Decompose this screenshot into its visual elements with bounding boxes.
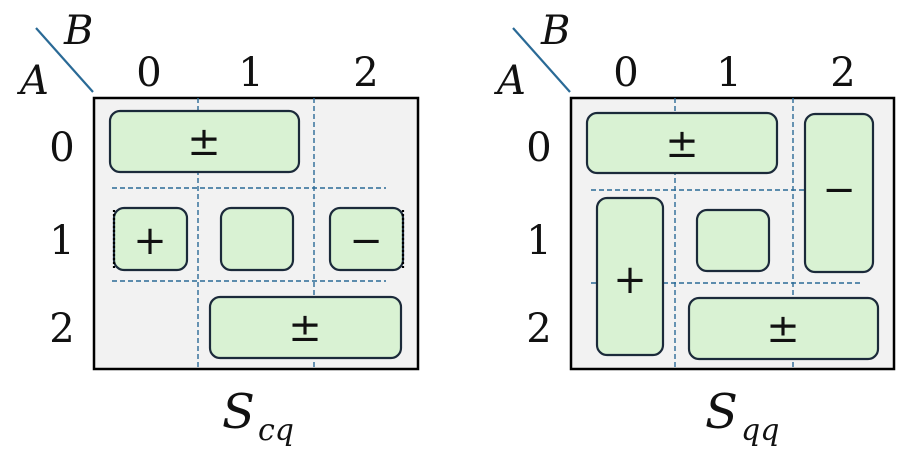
caption-subscript: qq	[741, 413, 779, 448]
cell-sign: −	[822, 167, 856, 213]
row-label-1: 1	[49, 218, 74, 264]
cell-sign: ±	[766, 306, 800, 352]
col-label-0: 0	[613, 50, 638, 96]
cell-r0-c0-1: ±	[108, 109, 301, 174]
caption-subscript: cq	[258, 413, 294, 448]
diagram-sqq: B A 0 1 2 0 1 2 ± − + ±	[493, 8, 896, 448]
cell-r1-2-c0: +	[595, 196, 665, 357]
row-label-2: 2	[526, 306, 551, 352]
row-label-1: 1	[526, 218, 551, 264]
row-label-0: 0	[526, 125, 551, 171]
col-label-1: 1	[716, 50, 741, 96]
caption-main: S	[222, 384, 255, 440]
cell-sign: ±	[288, 305, 322, 351]
col-label-1: 1	[238, 50, 263, 96]
cell-sign: −	[349, 218, 383, 264]
cell-sign: ±	[665, 121, 699, 167]
row-label-2: 2	[49, 306, 74, 352]
cell-r0-c0-1: ±	[585, 111, 779, 175]
col-axis-label: B	[63, 8, 93, 54]
corner-diagonal	[35, 27, 94, 93]
cell-r1-c2: −	[328, 206, 405, 272]
cell-sign: +	[613, 257, 647, 303]
cell-r2-c1-2: ±	[687, 296, 880, 361]
cell-sign: ±	[187, 119, 221, 165]
col-label-2: 2	[830, 50, 855, 96]
cell-r1-c1	[695, 208, 771, 273]
col-label-2: 2	[353, 50, 378, 96]
row-axis-label: A	[493, 58, 526, 104]
cell-r1-c1	[219, 206, 295, 272]
cell-r2-c1-2: ±	[208, 295, 403, 360]
row-axis-label: A	[16, 58, 49, 104]
col-label-0: 0	[136, 50, 161, 96]
corner-diagonal	[512, 27, 571, 93]
row-label-0: 0	[49, 125, 74, 171]
diagram-scq: B A 0 1 2 0 1 2 ± +	[16, 8, 420, 448]
caption-main: S	[705, 384, 738, 440]
cell-sign: +	[133, 218, 167, 264]
col-axis-label: B	[540, 8, 570, 54]
cell-r0-1-c2: −	[803, 112, 875, 274]
cell-r1-c0: +	[112, 206, 189, 272]
